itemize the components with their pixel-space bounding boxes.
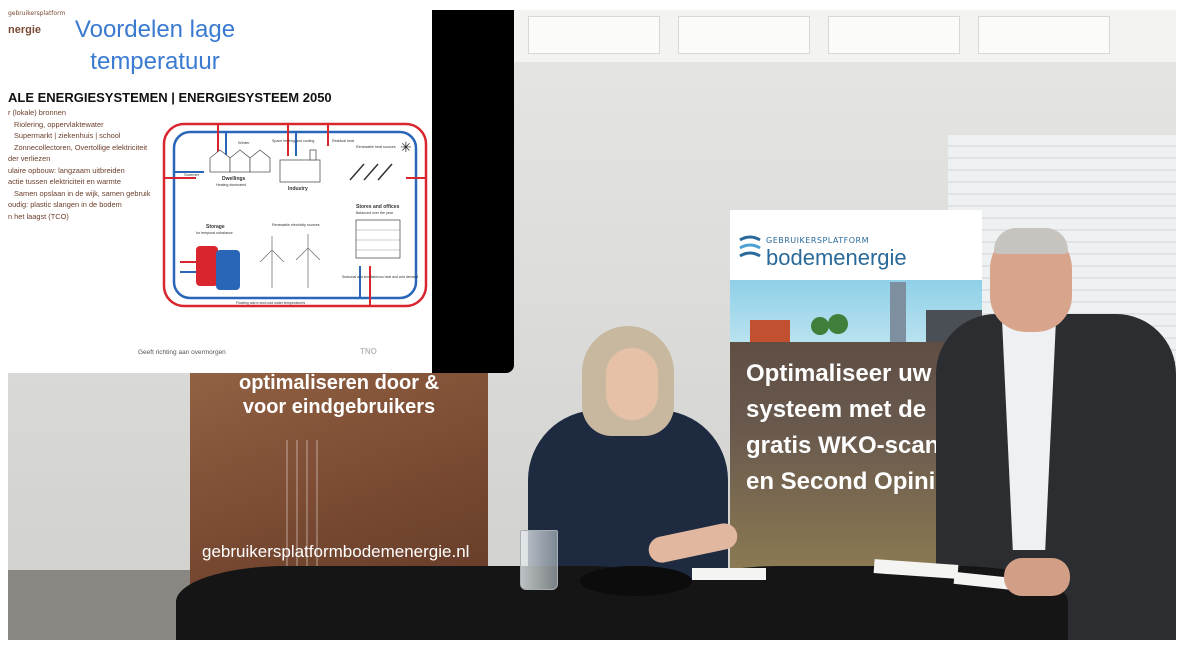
- person-man-hair: [994, 228, 1068, 254]
- label-industry: Industry: [288, 186, 308, 192]
- slide-page: gebruikersplatform nergie Voordelen lage…: [8, 10, 432, 373]
- slide-footer: Geeft richting aan overmorgen: [138, 349, 226, 356]
- water-glass: [520, 530, 558, 590]
- label-floating-temperatures: Floating warm and cold water temperature…: [236, 301, 305, 305]
- slide-logo: nergie: [8, 24, 42, 36]
- label-winter: Winter: [238, 140, 250, 145]
- ceiling-panel: [828, 16, 960, 54]
- energy-system-diagram: ✳: [162, 122, 428, 308]
- bullet-item: Riolering, oppervlaktewater: [14, 119, 104, 129]
- label-storage: Storage: [206, 224, 225, 230]
- bullet-item: Supermarkt | ziekenhuis | school: [14, 131, 121, 140]
- banner-left-line2: voor eindgebruikers: [242, 396, 436, 418]
- banner-skyline: [730, 280, 982, 342]
- bullet-item: actie tussen elektriciteit en warmte: [8, 177, 121, 186]
- ceiling: [508, 10, 1176, 62]
- label-space-heating: Space heating and cooling: [272, 139, 314, 143]
- slide-logo-small: gebruikersplatform: [8, 10, 66, 17]
- label-dwellings-sub: Heating dominated: [216, 183, 246, 187]
- banner-left-url: gebruikersplatformbodemenergie.nl: [202, 542, 470, 561]
- industry-icon: [279, 149, 321, 183]
- ceiling-panel: [978, 16, 1110, 54]
- slide-title-line2: temperatuur: [90, 48, 220, 75]
- label-summer: Summer: [184, 172, 200, 177]
- sun-icon: ✳: [400, 140, 412, 156]
- slide-title: Voordelen lage temperatuur: [40, 14, 270, 78]
- label-stores-offices-sub: Balanced over the year: [356, 211, 394, 215]
- label-renewable-heat: Renewable heat sources: [356, 145, 396, 149]
- slide-title-line1: Voordelen lage: [74, 16, 236, 43]
- label-stores-offices: Stores and offices: [356, 204, 400, 210]
- label-renewable-electricity: Renewable electricity sources: [272, 223, 320, 227]
- banner-right-line3: gratis WKO-scan: [746, 432, 940, 459]
- banner-left-line1: optimaliseren door &: [238, 372, 440, 394]
- dwellings-icon: [209, 149, 271, 173]
- banner-right-line4: en Second Opinio: [746, 468, 951, 495]
- bodemenergie-logo-icon: [739, 235, 761, 258]
- conference-speaker: [580, 566, 692, 596]
- slide-subtitle: ALE ENERGIESYSTEMEN | ENERGIESYSTEEM 205…: [8, 90, 332, 105]
- banner-logo-main: bodemenergie: [766, 245, 907, 270]
- person-man-hand: [1004, 558, 1070, 596]
- wind-turbine-icon: [259, 234, 321, 288]
- person-woman-face: [606, 348, 658, 420]
- banner-right-line1: Optimaliseer uw: [746, 360, 932, 387]
- person-man-shirt: [1002, 320, 1056, 550]
- bullet-item: oudig: plastic slangen in de bodem: [8, 200, 122, 209]
- warm-loop: [162, 122, 428, 308]
- presentation-overlay: gebruikersplatform nergie Voordelen lage…: [8, 10, 514, 373]
- slide-bullet-list: r (lokale) bronnen Riolering, oppervlakt…: [8, 107, 150, 222]
- label-seasonal-demand: Seasonal and simultaneous heat and cold …: [342, 275, 418, 279]
- person-woman-body: [528, 410, 728, 590]
- banner-logo-small: GEBRUIKERSPLATFORM: [766, 236, 870, 245]
- label-storage-sub: for temporal unbalance: [196, 231, 233, 235]
- bullet-item: der verliezen: [8, 154, 51, 163]
- ceiling-panel: [528, 16, 660, 54]
- bullet-item: Samen opslaan in de wijk, samen gebruik: [14, 188, 151, 198]
- storage-tanks-icon: [196, 246, 240, 290]
- tno-logo: TNO: [360, 347, 377, 356]
- bullet-item: r (lokale) bronnen: [8, 108, 66, 117]
- label-dwellings: Dwellings: [222, 176, 246, 182]
- solar-collectors-icon: [349, 163, 393, 181]
- paper-sheet: [692, 568, 766, 580]
- banner-right-line2: systeem met de: [746, 396, 927, 423]
- bullet-item: ulaire opbouw: langzaam uitbreiden: [8, 165, 125, 175]
- bullet-item: Zonnecollectoren, Overtollige elektricit…: [14, 142, 148, 152]
- label-residual-heat: Residual heat: [332, 139, 354, 143]
- ceiling-panel: [678, 16, 810, 54]
- offices-icon: [355, 219, 401, 259]
- bullet-item: n het laagst (TCO): [8, 211, 69, 221]
